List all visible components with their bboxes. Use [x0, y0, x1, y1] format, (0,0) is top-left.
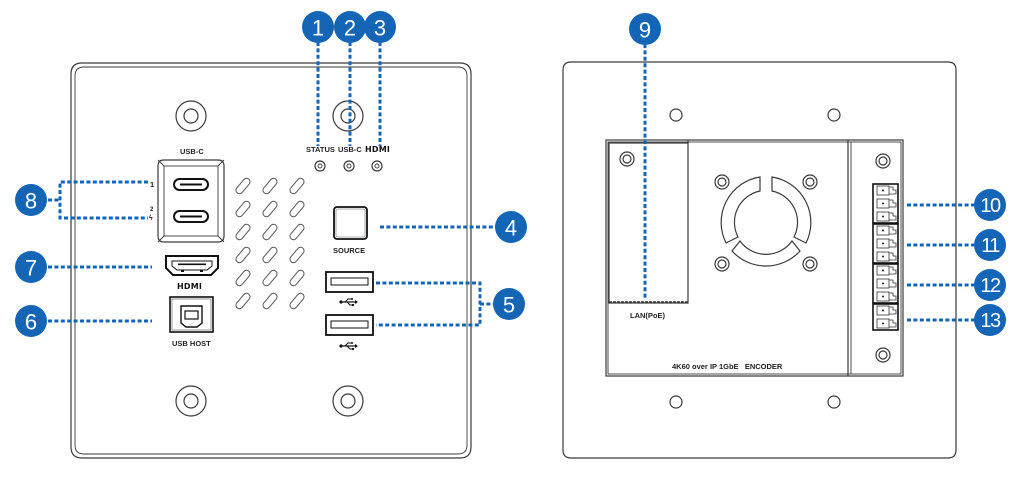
vent-slot	[262, 246, 278, 264]
callout-10: 10	[974, 189, 1006, 221]
callout-5: 5	[493, 288, 525, 320]
status-led-label: STATUS	[306, 145, 335, 154]
vent-slot	[289, 246, 305, 264]
usb-c-port-2-number: 2	[150, 207, 154, 213]
callout-number: 1	[312, 16, 324, 41]
usb-c-led-label: USB-C	[338, 145, 362, 154]
vent-slot	[235, 223, 251, 241]
product-label: 4K60 over IP 1GbE ENCODER	[672, 362, 783, 371]
hdmi-led-label: HDMI	[365, 145, 390, 154]
hdmi-port[interactable]	[165, 255, 219, 276]
fan-icon	[714, 174, 818, 272]
callout-number: 2	[344, 16, 356, 41]
vent-slot	[235, 200, 251, 218]
vent-slots	[235, 177, 305, 310]
terminal-block-1	[872, 183, 899, 224]
screw-hole-top-right	[332, 100, 364, 132]
vent-slot	[289, 223, 305, 241]
vent-slot	[235, 269, 251, 287]
screw-hole-bottom-right	[332, 385, 364, 417]
screw-hole-bottom-left	[175, 385, 207, 417]
mount-hole	[669, 395, 683, 409]
callout-number: 6	[25, 310, 37, 335]
hdmi-led	[371, 160, 383, 172]
callout-8: 8	[15, 184, 47, 216]
callout-12: 12	[974, 269, 1006, 301]
front-panel: STATUS USB-C HDMI USB-C 1 2 ϟ	[70, 62, 472, 459]
vent-slot	[235, 292, 251, 310]
vent-slot	[262, 223, 278, 241]
usb-c-led	[343, 160, 355, 172]
usb-c-module-label: USB-C	[180, 147, 204, 156]
vent-slot	[235, 177, 251, 195]
callout-6: 6	[15, 305, 47, 337]
screw-icon	[875, 347, 891, 363]
callout-leaders	[48, 42, 975, 327]
status-led	[314, 160, 326, 172]
terminal-block-3	[872, 263, 899, 304]
encoder-body	[605, 139, 904, 377]
vent-slot	[289, 200, 305, 218]
vent-slot	[262, 292, 278, 310]
callout-number: 12	[980, 275, 1001, 297]
source-button-label: SOURCE	[333, 246, 365, 255]
usb-c-port-1-number: 1	[150, 180, 154, 189]
leader-line-8	[48, 180, 148, 220]
vent-slot	[289, 292, 305, 310]
mount-hole	[827, 395, 841, 409]
screw-hole-top-left	[175, 100, 207, 132]
terminal-block-4	[872, 303, 899, 331]
callout-2: 2	[334, 11, 366, 43]
terminal-block-2	[872, 223, 899, 264]
mount-hole	[669, 108, 683, 122]
callout-11: 11	[974, 229, 1006, 261]
vent-slot	[289, 269, 305, 287]
screw-icon	[875, 153, 891, 169]
callout-number: 9	[639, 18, 651, 43]
callout-3: 3	[364, 11, 396, 43]
callout-1: 1	[302, 11, 334, 43]
mount-hole	[827, 108, 841, 122]
usb-c-module	[157, 159, 225, 243]
callout-number: 8	[25, 189, 37, 214]
callout-number: 11	[981, 235, 1000, 257]
usb-host-port[interactable]	[169, 296, 214, 333]
usb-a-port-2[interactable]	[325, 314, 374, 336]
usb-a-port-1[interactable]	[325, 271, 374, 293]
usb-symbol-icon	[339, 298, 358, 306]
usb-symbol-icon	[339, 342, 358, 350]
callout-4: 4	[495, 211, 527, 243]
usb-c-port-1[interactable]	[173, 178, 209, 191]
callout-7: 7	[15, 251, 47, 283]
rear-panel: LAN(PoE) 4K60 over IP 1GbE ENCODER	[562, 61, 957, 459]
source-button[interactable]	[333, 206, 368, 240]
callout-number: 4	[505, 216, 517, 241]
callout-number: 13	[980, 310, 1001, 332]
vent-slot	[262, 177, 278, 195]
callout-number: 10	[980, 195, 1001, 217]
vent-slot	[289, 177, 305, 195]
callout-number: 7	[25, 256, 37, 281]
terminal-blocks	[872, 183, 899, 331]
power-delivery-icon: ϟ	[149, 215, 153, 222]
callout-number: 5	[503, 293, 515, 318]
usb-host-label: USB HOST	[172, 339, 211, 348]
lan-module	[608, 142, 689, 304]
lan-label: LAN(PoE)	[630, 311, 665, 320]
leader-line-5	[376, 281, 494, 327]
vent-slot	[262, 269, 278, 287]
vent-slot	[262, 200, 278, 218]
callout-9: 9	[629, 13, 661, 45]
hdmi-port-label: HDMI	[177, 282, 202, 291]
usb-c-port-2[interactable]	[173, 210, 209, 223]
callout-13: 13	[974, 304, 1006, 336]
vent-slot	[235, 246, 251, 264]
callout-number: 3	[374, 16, 386, 41]
